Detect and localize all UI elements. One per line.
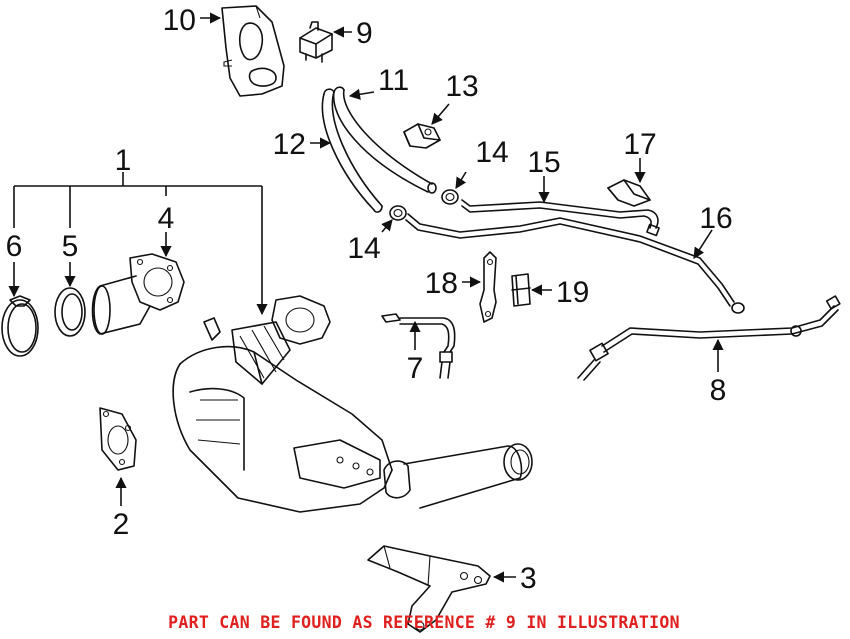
- callout-11: 11: [378, 64, 409, 97]
- part-6-clamp: [1, 295, 39, 357]
- part-5-gasket: [54, 287, 86, 337]
- callout-16: 16: [699, 202, 732, 235]
- part-13-clip: [403, 123, 441, 149]
- part-14-grommets: [389, 189, 459, 221]
- callout-labels: 1 2 3 4 5 6 7 8 9 10 11 12 13 14 14 15 1…: [6, 4, 733, 595]
- callout-14-lower: 14: [347, 232, 380, 265]
- part-8-sensor-line: [577, 295, 841, 381]
- callout-3: 3: [520, 562, 537, 595]
- callout-19: 19: [556, 276, 589, 309]
- callout-7: 7: [407, 352, 424, 385]
- callout-9: 9: [356, 17, 373, 50]
- part-18-bracket: [479, 251, 497, 323]
- callout-6: 6: [6, 230, 23, 263]
- callout-4: 4: [158, 202, 175, 235]
- leader-lines: [8, 12, 724, 583]
- callout-17: 17: [623, 128, 656, 161]
- part-4-pipe: [91, 253, 185, 335]
- part-7-sensor: [381, 313, 456, 379]
- part-10-bracket: [221, 5, 285, 97]
- callout-1: 1: [115, 144, 132, 177]
- callout-13: 13: [445, 70, 478, 103]
- part-15-16-lines: [405, 199, 745, 314]
- callout-12: 12: [273, 128, 306, 161]
- part-2-gasket: [99, 407, 137, 471]
- part-3-bracket: [367, 545, 491, 633]
- part-19-clip: [511, 273, 531, 307]
- callout-8: 8: [710, 374, 727, 407]
- part-9-sensor: [299, 21, 333, 63]
- part-1-converter: [172, 295, 533, 513]
- part-17-clip: [607, 179, 651, 207]
- callout-10: 10: [163, 4, 196, 37]
- reference-caption: PART CAN BE FOUND AS REFERENCE # 9 IN IL…: [168, 613, 680, 632]
- callout-15: 15: [527, 146, 560, 179]
- callout-2: 2: [113, 508, 130, 541]
- callout-18: 18: [425, 267, 458, 300]
- callout-14-upper: 14: [475, 136, 508, 169]
- part-11-12-hoses: [321, 86, 437, 213]
- callout-5: 5: [62, 230, 79, 263]
